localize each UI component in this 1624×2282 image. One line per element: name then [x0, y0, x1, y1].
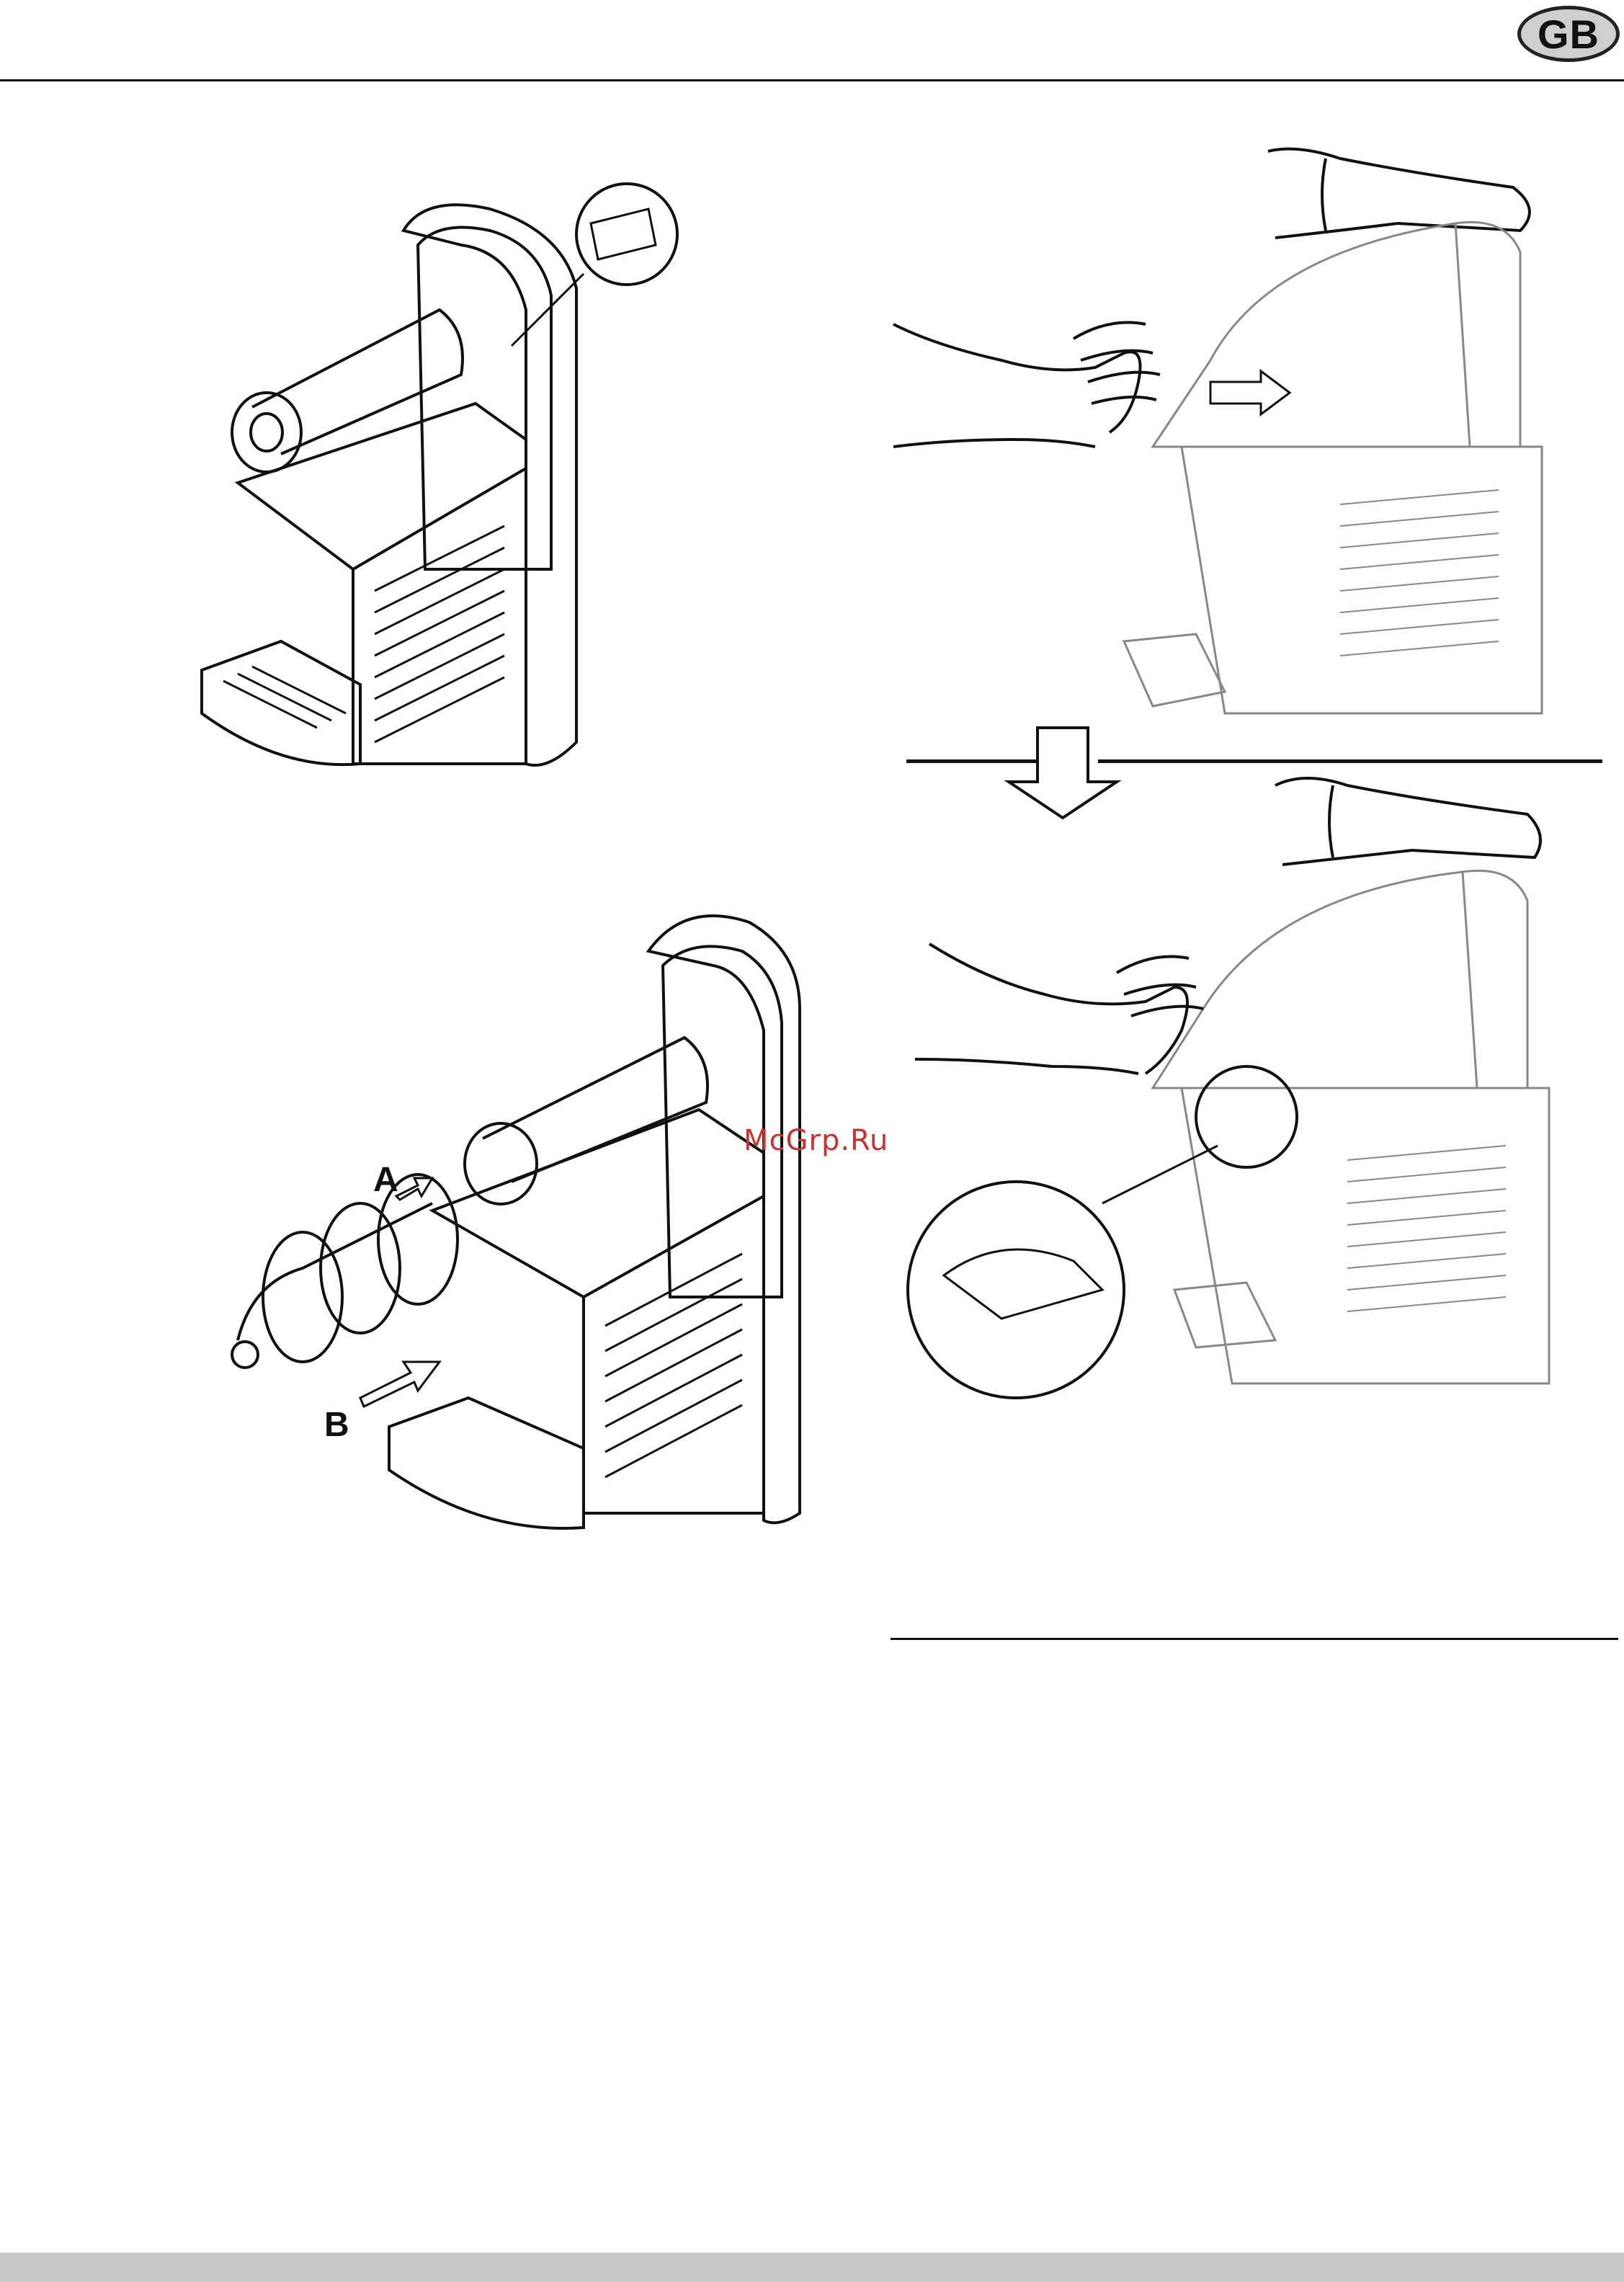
illustration-lid-insert-step2: [915, 771, 1614, 1419]
language-badge-text: GB: [1538, 11, 1600, 58]
figure-label-b: B: [324, 1405, 349, 1445]
illustration-agitator-assembly: [195, 893, 814, 1542]
header-rule: [0, 79, 1624, 81]
illustration-lid-insert-step1: [893, 144, 1614, 742]
illustration-machine-bowl-detail: [187, 166, 692, 778]
watermark: McGrp.Ru: [744, 1124, 888, 1157]
language-badge: GB: [1517, 6, 1620, 62]
step-divider-right: [1098, 759, 1602, 763]
footer-bar: [0, 2252, 1624, 2282]
section-end-rule: [891, 1638, 1618, 1640]
figure-label-a: A: [373, 1160, 398, 1200]
